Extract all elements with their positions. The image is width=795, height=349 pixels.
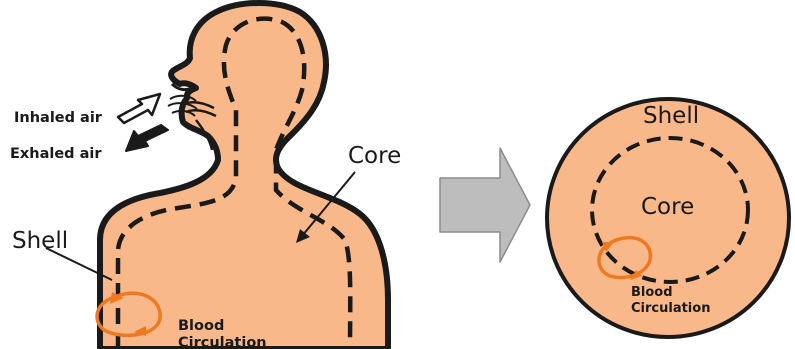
inhaled-air-label: Inhaled air (14, 110, 103, 126)
body-silhouette (100, 3, 388, 349)
core-label-left: Core (348, 143, 401, 169)
blood-label-right-line1: Blood (631, 285, 673, 300)
transition-arrow (440, 148, 530, 262)
shell-label-left: Shell (12, 228, 68, 254)
exhaled-air-arrow (126, 125, 168, 151)
blood-label-left-line2: Circulation (178, 335, 267, 349)
exhaled-air-label: Exhaled air (10, 146, 102, 162)
inhaled-air-arrow (118, 94, 160, 123)
blood-label-right-line2: Circulation (631, 301, 710, 316)
core-label-right: Core (641, 194, 694, 220)
human-body-figure: Inhaled air Exhaled air Core Shell Blood… (10, 3, 401, 349)
blood-label-left-line1: Blood (178, 318, 224, 334)
shell-label-right: Shell (643, 103, 699, 129)
shell-core-model: Shell Core Blood Circulation (547, 99, 789, 337)
